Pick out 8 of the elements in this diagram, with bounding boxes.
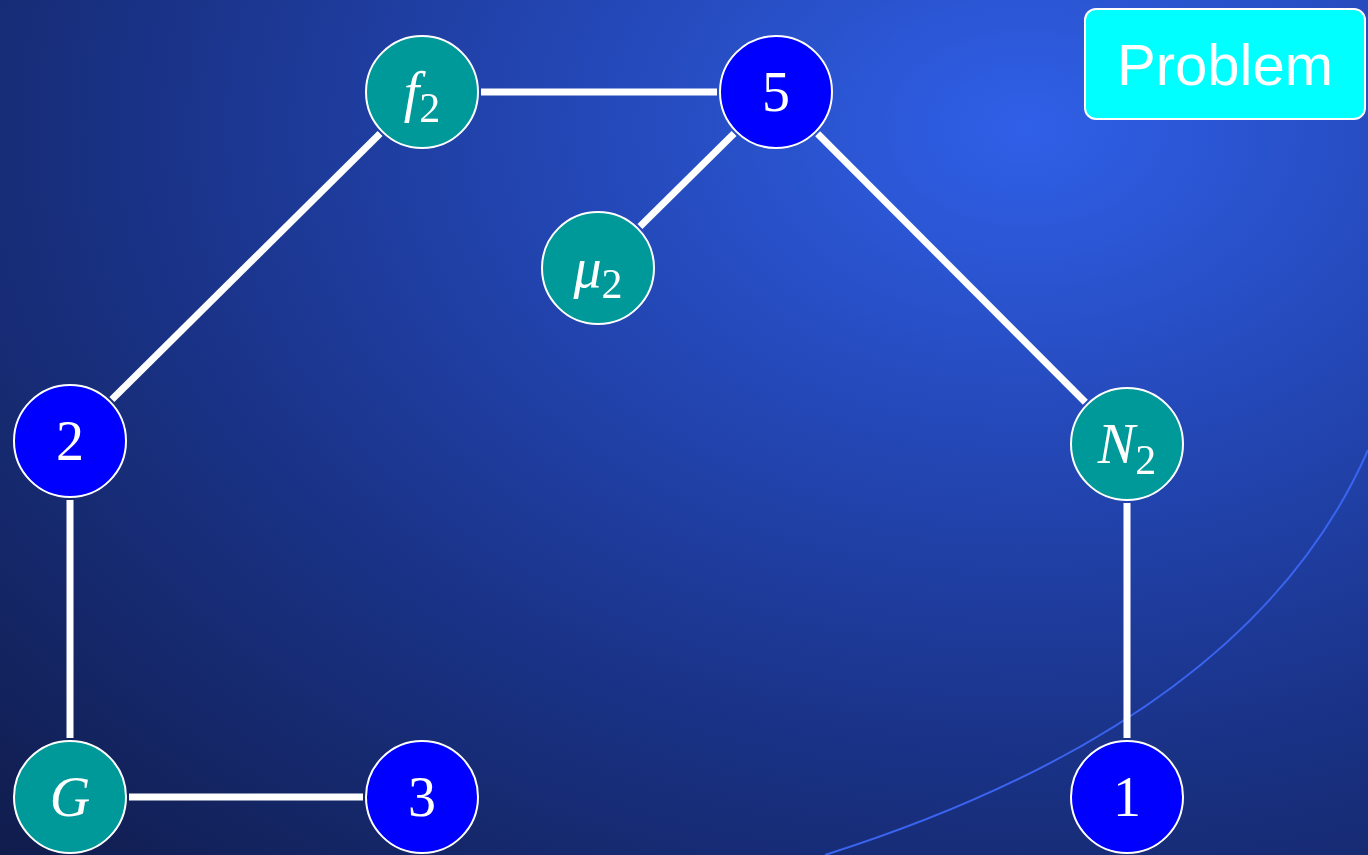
connector-line	[1123, 503, 1131, 738]
connector-line	[815, 131, 1088, 405]
title-badge: Problem	[1084, 8, 1366, 120]
connector-line	[129, 793, 363, 801]
connector-line	[109, 131, 383, 402]
connector-line	[66, 500, 74, 738]
connector-line	[481, 88, 717, 96]
connector-line	[637, 131, 737, 229]
